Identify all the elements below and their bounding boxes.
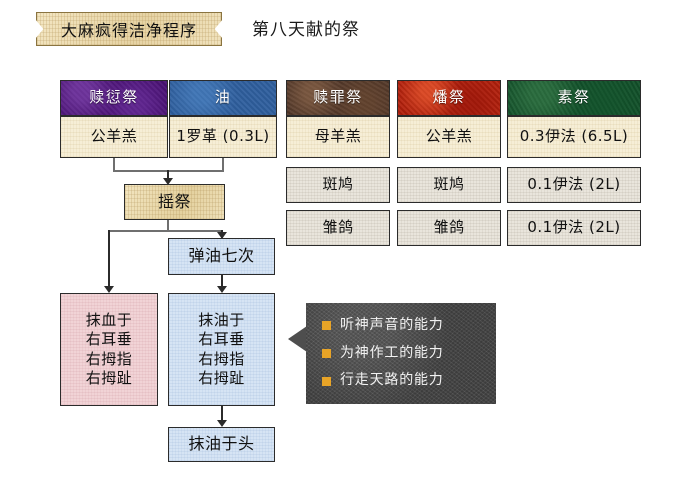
callout-item-2-label: 行走天路的能力 <box>340 372 444 389</box>
oil-line-4: 右拇趾 <box>198 368 245 387</box>
offering-cell-grain-0: 0.3伊法 (6.5L) <box>507 116 641 158</box>
oil-line-2: 右耳垂 <box>198 330 245 349</box>
callout-item-0-label: 听神声音的能力 <box>340 317 444 334</box>
offering-cell-grain-2: 0.1伊法 (2L) <box>507 210 641 246</box>
connector-sprinkle-down <box>221 275 223 288</box>
callout-item-1: 为神作工的能力 <box>322 344 486 361</box>
offering-header-grain: 素祭 <box>507 80 641 116</box>
arrowhead-to-sprinkle <box>217 232 227 239</box>
offering-cell-sin-1: 斑鸠 <box>286 167 390 203</box>
callout-item-1-label: 为神作工的能力 <box>340 344 444 361</box>
subtitle: 第八天献的祭 <box>252 20 360 40</box>
offering-cell-sin-2: 雏鸽 <box>286 210 390 246</box>
callout-panel: 听神声音的能力 为神作工的能力 行走天路的能力 <box>306 303 496 404</box>
flow-box-oil-head: 抹油于头 <box>168 427 275 462</box>
bullet-square-icon <box>322 321 331 331</box>
connector-oil-down <box>222 158 224 171</box>
blood-line-4: 右拇趾 <box>85 368 133 387</box>
connector-guilt-down <box>113 158 115 171</box>
blood-line-3: 右拇指 <box>85 349 133 368</box>
offering-cell-grain-1: 0.1伊法 (2L) <box>507 167 641 203</box>
arrowhead-to-wave <box>163 178 173 185</box>
offering-header-burnt: 燔祭 <box>397 80 501 116</box>
connector-left-branch <box>108 230 110 288</box>
offering-cell-guilt-0: 公羊羔 <box>60 116 168 158</box>
offering-cell-burnt-2: 雏鸽 <box>397 210 501 246</box>
bullet-square-icon <box>322 348 331 358</box>
offering-header-sin: 赎罪祭 <box>286 80 390 116</box>
flow-box-sprinkle-oil: 弹油七次 <box>168 238 275 275</box>
offering-header-oil: 油 <box>169 80 277 116</box>
callout-pointer-icon <box>288 326 307 352</box>
page-title: 大麻疯得洁净程序 <box>36 12 222 46</box>
arrowhead-to-blood <box>104 286 114 293</box>
flow-box-wave: 摇祭 <box>124 184 225 220</box>
offering-cell-burnt-1: 斑鸠 <box>397 167 501 203</box>
oil-line-3: 右拇指 <box>198 349 245 368</box>
blood-line-2: 右耳垂 <box>85 330 133 349</box>
arrowhead-to-head <box>217 420 227 427</box>
connector-split-horizontal <box>108 230 223 232</box>
bullet-square-icon <box>322 376 331 386</box>
connector-to-wave <box>167 170 169 180</box>
offering-cell-burnt-0: 公羊羔 <box>397 116 501 158</box>
offering-header-guilt: 赎愆祭 <box>60 80 168 116</box>
blood-line-1: 抹血于 <box>85 311 133 330</box>
offering-cell-sin-0: 母羊羔 <box>286 116 390 158</box>
flow-box-blood-apply: 抹血于 右耳垂 右拇指 右拇趾 <box>60 293 158 406</box>
arrowhead-to-oil-apply <box>217 286 227 293</box>
oil-line-1: 抹油于 <box>198 311 245 330</box>
connector-wave-down <box>167 220 169 231</box>
flow-box-oil-apply: 抹油于 右耳垂 右拇指 右拇趾 <box>168 293 275 406</box>
callout-item-0: 听神声音的能力 <box>322 317 486 334</box>
connector-oil-to-head <box>221 406 223 423</box>
offering-cell-oil-0: 1罗革 (0.3L) <box>169 116 277 158</box>
callout-item-2: 行走天路的能力 <box>322 373 486 388</box>
